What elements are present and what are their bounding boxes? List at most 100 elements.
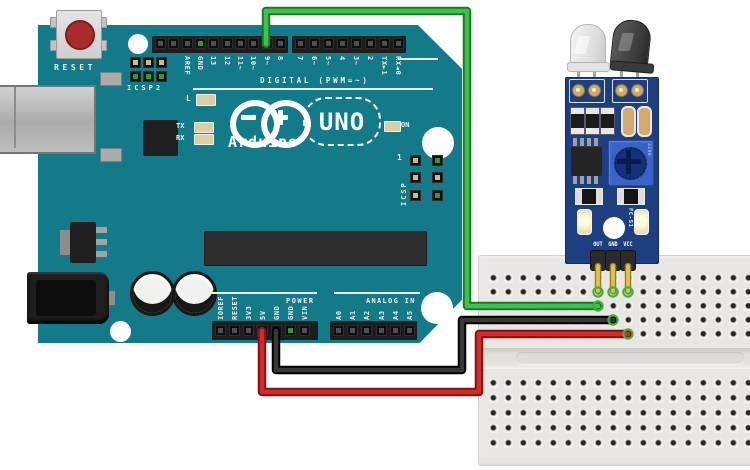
digital-pin-GND[interactable] <box>194 38 206 49</box>
digital-pin-7[interactable] <box>294 38 306 49</box>
digital-pin-2[interactable] <box>364 38 376 49</box>
breadboard-hole[interactable] <box>638 301 648 311</box>
breadboard-hole[interactable] <box>743 378 750 388</box>
breadboard-hole[interactable] <box>743 273 750 283</box>
breadboard-hole[interactable] <box>608 438 618 448</box>
breadboard-hole[interactable] <box>698 329 708 339</box>
breadboard-hole[interactable] <box>533 408 543 418</box>
breadboard-hole[interactable] <box>728 329 738 339</box>
breadboard-hole[interactable] <box>638 378 648 388</box>
breadboard-hole[interactable] <box>503 408 513 418</box>
power-pin-IOREF[interactable] <box>214 325 226 336</box>
breadboard-hole[interactable] <box>698 315 708 325</box>
breadboard-hole[interactable] <box>518 438 528 448</box>
breadboard-hole[interactable] <box>683 378 693 388</box>
breadboard-hole[interactable] <box>683 423 693 433</box>
breadboard-hole[interactable] <box>653 287 663 297</box>
breadboard-hole[interactable] <box>668 287 678 297</box>
breadboard-hole[interactable] <box>548 438 558 448</box>
breadboard-hole[interactable] <box>713 287 723 297</box>
breadboard-hole[interactable] <box>668 408 678 418</box>
digital-pin-11~[interactable] <box>234 38 246 49</box>
breadboard-hole[interactable] <box>728 315 738 325</box>
breadboard-hole[interactable] <box>503 393 513 403</box>
breadboard-hole[interactable] <box>578 423 588 433</box>
breadboard-hole[interactable] <box>683 273 693 283</box>
icsp-pin[interactable] <box>410 190 421 201</box>
power-pin-GND[interactable] <box>284 325 296 336</box>
analog-pin-A0[interactable] <box>332 325 344 336</box>
breadboard-hole[interactable] <box>563 408 573 418</box>
breadboard-hole[interactable] <box>713 273 723 283</box>
breadboard-hole[interactable] <box>653 329 663 339</box>
breadboard-hole[interactable] <box>698 423 708 433</box>
breadboard-hole[interactable] <box>728 423 738 433</box>
breadboard-hole[interactable] <box>653 315 663 325</box>
breadboard-hole[interactable] <box>488 438 498 448</box>
power-pin-RESET[interactable] <box>228 325 240 336</box>
breadboard-hole[interactable] <box>698 438 708 448</box>
digital-pin-nc1[interactable] <box>167 38 179 49</box>
breadboard-hole[interactable] <box>743 329 750 339</box>
breadboard-hole[interactable] <box>713 378 723 388</box>
breadboard-hole[interactable] <box>488 408 498 418</box>
module-header-pin[interactable] <box>620 250 636 271</box>
breadboard-hole[interactable] <box>713 329 723 339</box>
breadboard-hole[interactable] <box>593 438 603 448</box>
breadboard-hole[interactable] <box>563 393 573 403</box>
breadboard-hole[interactable] <box>683 329 693 339</box>
breadboard-hole[interactable] <box>578 438 588 448</box>
breadboard-hole[interactable] <box>548 393 558 403</box>
breadboard-hole[interactable] <box>653 408 663 418</box>
breadboard-hole[interactable] <box>728 301 738 311</box>
breadboard-hole[interactable] <box>608 423 618 433</box>
breadboard-hole[interactable] <box>698 408 708 418</box>
breadboard-hole[interactable] <box>548 408 558 418</box>
breadboard-hole[interactable] <box>608 301 618 311</box>
digital-pin-nc0[interactable] <box>154 38 166 49</box>
breadboard-hole[interactable] <box>653 273 663 283</box>
breadboard-hole[interactable] <box>488 393 498 403</box>
breadboard-hole[interactable] <box>518 423 528 433</box>
breadboard-hole[interactable] <box>713 423 723 433</box>
breadboard-hole[interactable] <box>668 329 678 339</box>
breadboard-hole[interactable] <box>713 438 723 448</box>
breadboard-hole[interactable] <box>533 393 543 403</box>
digital-pin-10~[interactable] <box>247 38 259 49</box>
breadboard-hole[interactable] <box>698 393 708 403</box>
digital-pin-4[interactable] <box>336 38 348 49</box>
breadboard-hole[interactable] <box>668 438 678 448</box>
breadboard-hole[interactable] <box>608 408 618 418</box>
breadboard-hole[interactable] <box>623 408 633 418</box>
breadboard-hole[interactable] <box>638 273 648 283</box>
digital-pin-3~[interactable] <box>350 38 362 49</box>
breadboard-hole[interactable] <box>593 408 603 418</box>
icsp-pin[interactable] <box>432 190 443 201</box>
analog-pin-A3[interactable] <box>375 325 387 336</box>
digital-pin-6~[interactable] <box>308 38 320 49</box>
breadboard-hole[interactable] <box>683 438 693 448</box>
digital-pin-RX◄0[interactable] <box>392 38 404 49</box>
breadboard-hole[interactable] <box>638 315 648 325</box>
breadboard-hole[interactable] <box>653 423 663 433</box>
breadboard-hole[interactable] <box>623 393 633 403</box>
breadboard-hole[interactable] <box>728 273 738 283</box>
breadboard-hole[interactable] <box>488 423 498 433</box>
breadboard-hole[interactable] <box>668 378 678 388</box>
breadboard-hole[interactable] <box>623 315 633 325</box>
breadboard-hole[interactable] <box>668 315 678 325</box>
breadboard-hole[interactable] <box>623 301 633 311</box>
breadboard-hole[interactable] <box>563 423 573 433</box>
digital-pin-9~[interactable] <box>261 38 273 49</box>
breadboard-hole[interactable] <box>743 423 750 433</box>
analog-pin-A2[interactable] <box>360 325 372 336</box>
breadboard-hole[interactable] <box>728 393 738 403</box>
icsp2-pin[interactable] <box>130 57 141 68</box>
digital-pin-13[interactable] <box>207 38 219 49</box>
breadboard-hole[interactable] <box>653 438 663 448</box>
breadboard-hole[interactable] <box>638 393 648 403</box>
breadboard-hole[interactable] <box>533 438 543 448</box>
breadboard-hole[interactable] <box>518 408 528 418</box>
breadboard-hole[interactable] <box>713 315 723 325</box>
breadboard-hole[interactable] <box>653 393 663 403</box>
